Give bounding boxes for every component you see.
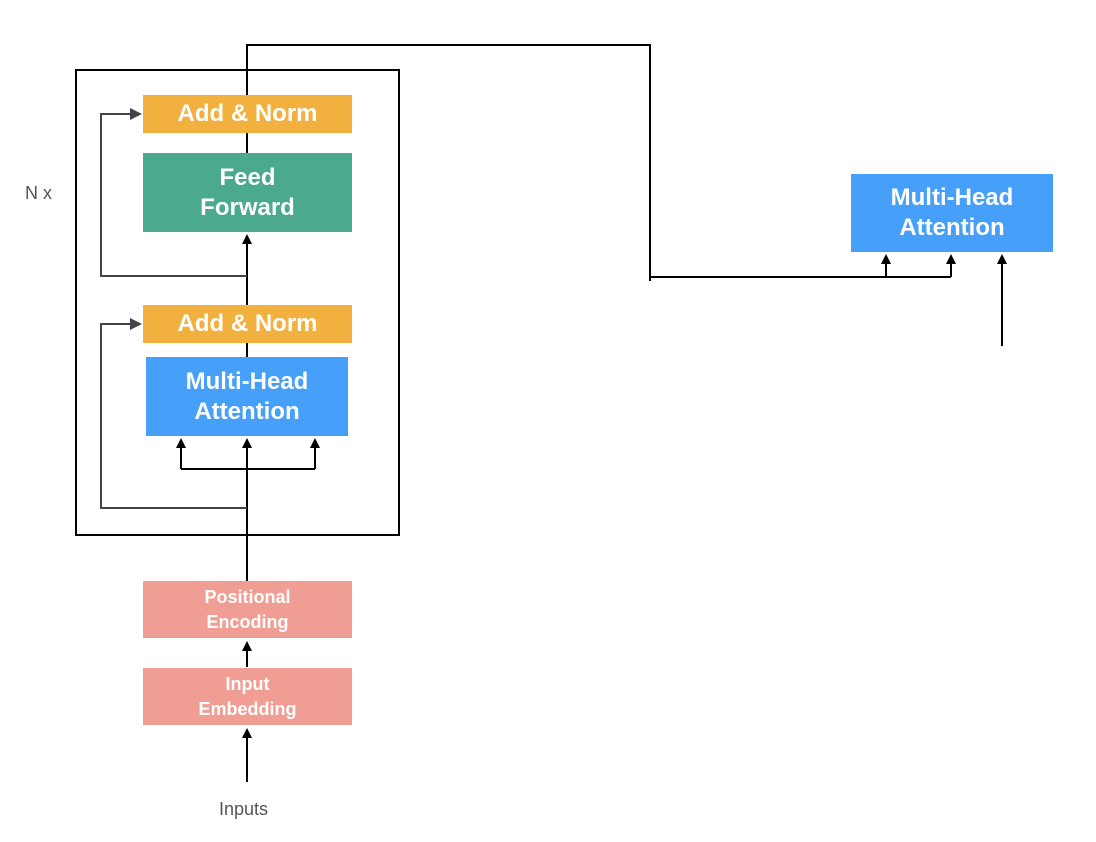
input-embedding-box: Input Embedding (143, 668, 352, 725)
cross-attention-box: Multi-Head Attention (851, 174, 1053, 252)
add-norm-bottom-box: Add & Norm (143, 305, 352, 343)
add-norm-top-box: Add & Norm (143, 95, 352, 133)
inputs-label: Inputs (219, 799, 269, 819)
line-encoder-output-to-decoder (246, 44, 651, 281)
self-attention-box: Multi-Head Attention (146, 357, 348, 436)
encoder-block-frame (75, 69, 400, 536)
positional-encoding-box: Positional Encoding (143, 581, 352, 638)
repeat-label: N x (25, 183, 52, 203)
residual-arrow-attention (100, 318, 247, 509)
residual-arrow-feedforward (100, 108, 247, 277)
feed-forward-box: Feed Forward (143, 153, 352, 232)
